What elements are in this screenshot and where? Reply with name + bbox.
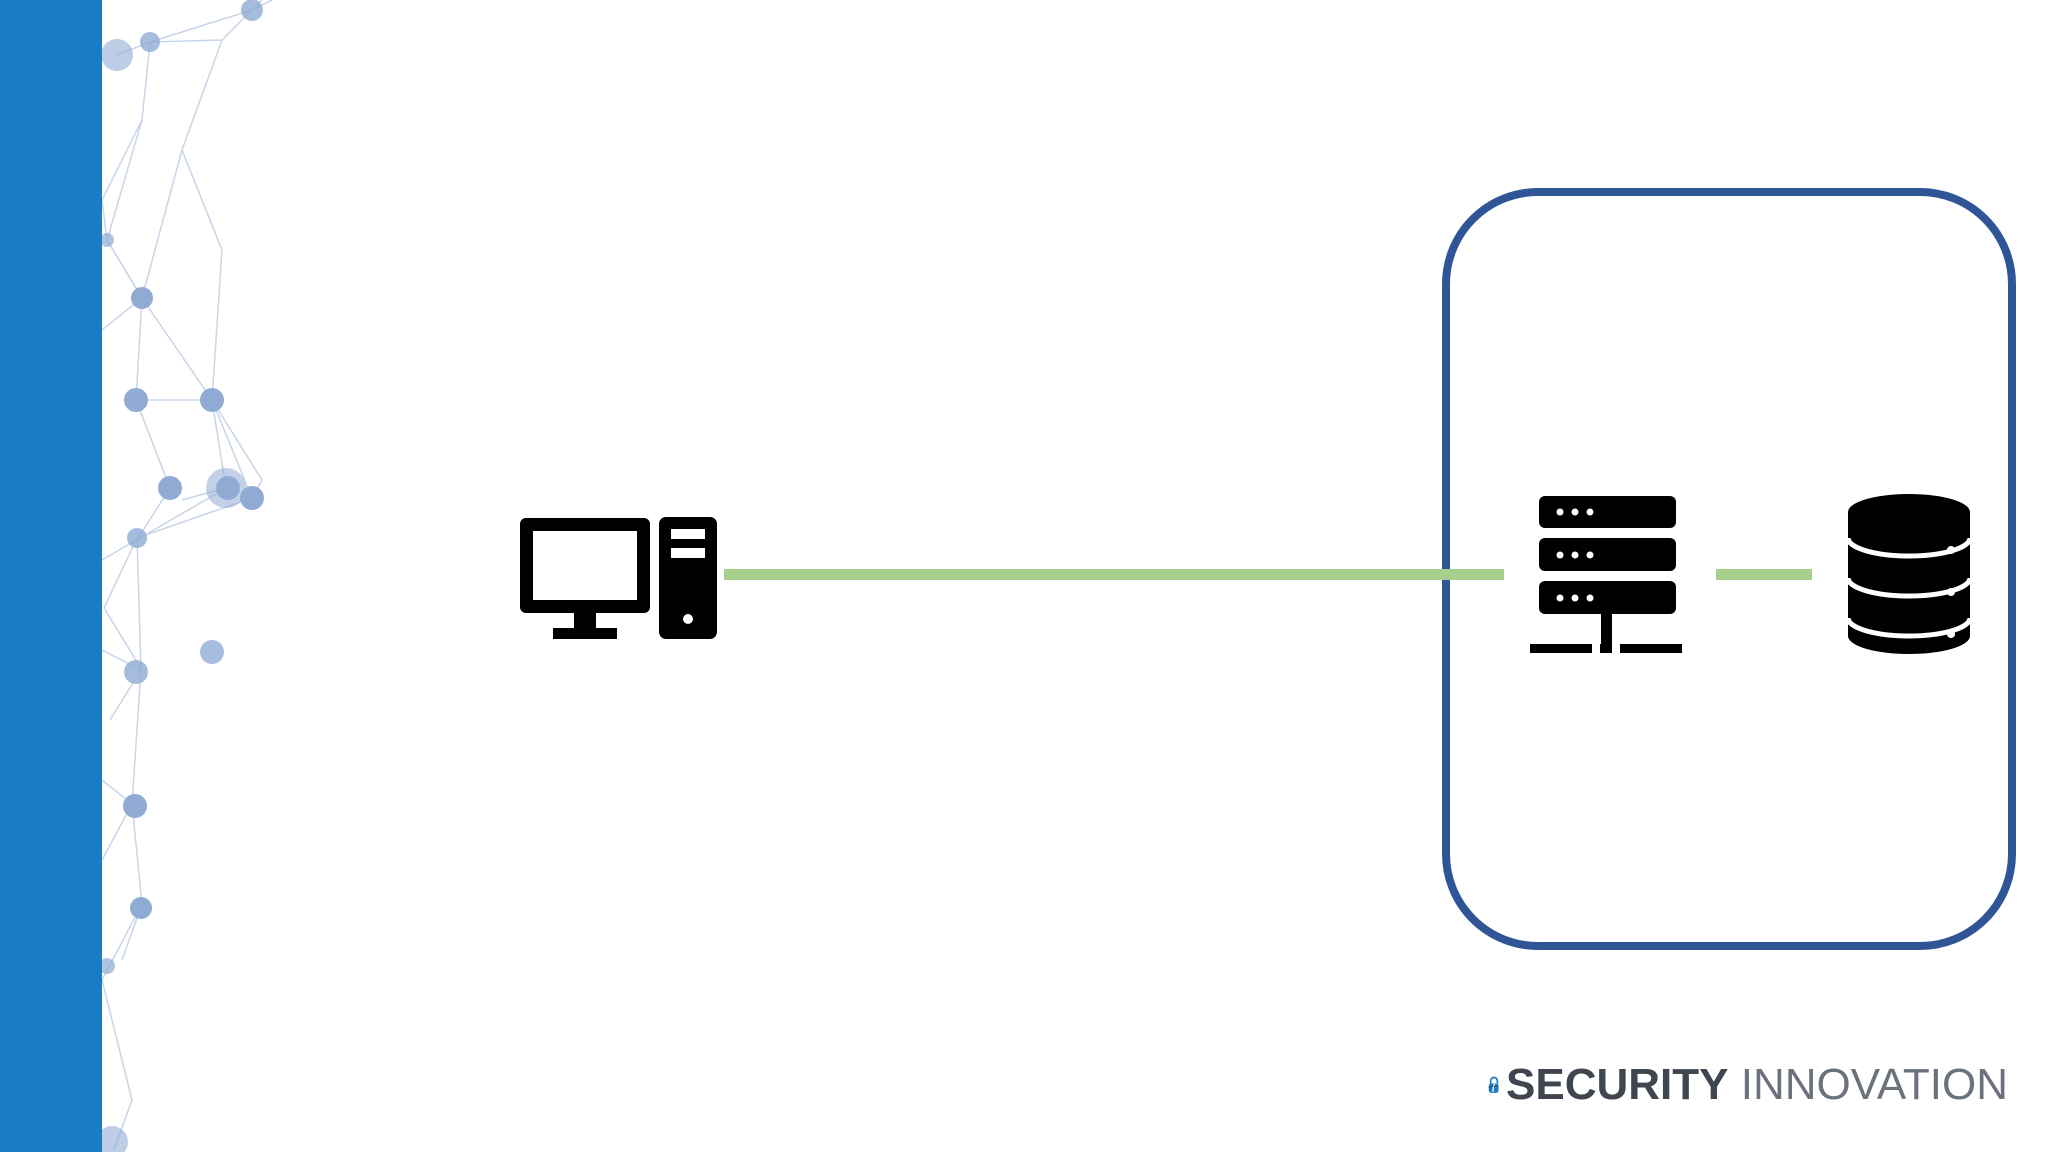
desktop-computer-icon — [520, 517, 717, 639]
connection-server-to-database — [1716, 569, 1812, 580]
server-rack-icon — [1530, 496, 1682, 653]
network-decoration — [102, 0, 274, 1152]
database-icon — [1845, 494, 1973, 654]
logo-word-security: SECURITY — [1506, 1060, 1729, 1109]
logo-word-innovation: INNOVATION — [1740, 1060, 2008, 1109]
company-logo: SECURITY INNOVATION — [1488, 1035, 2008, 1135]
padlock-logo-icon — [1488, 1076, 1499, 1093]
accent-bar — [0, 0, 102, 1152]
connection-client-to-server — [724, 569, 1504, 580]
